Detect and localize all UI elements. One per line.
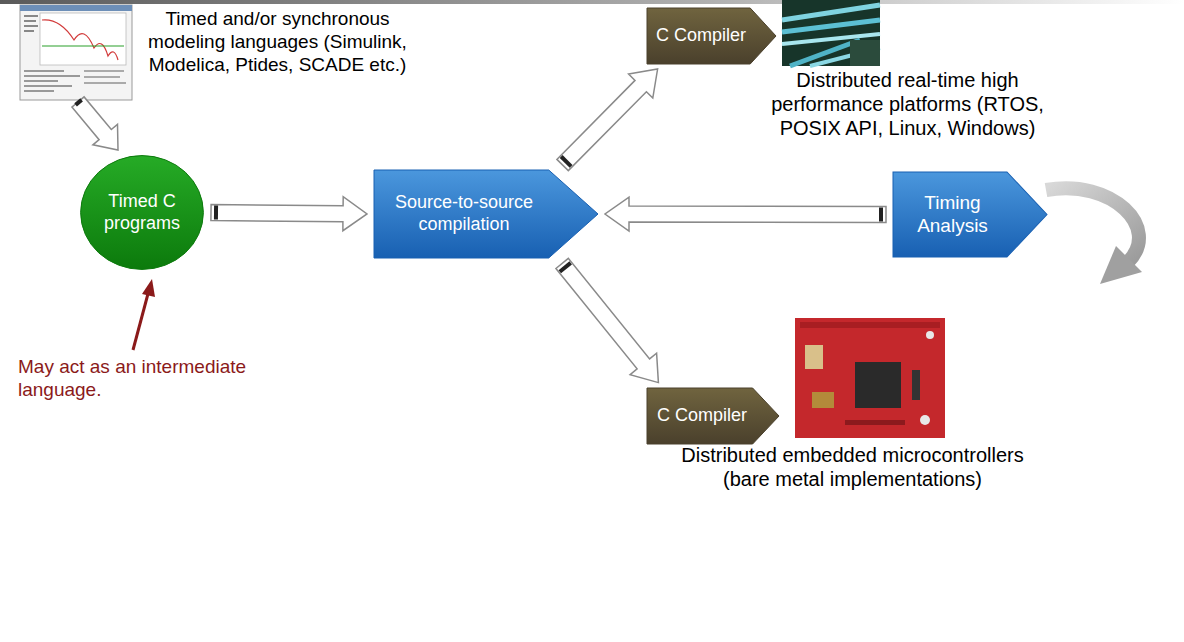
leader-arrow [133, 279, 155, 350]
arrow-tail-mark [214, 206, 218, 220]
loop-arrow [1046, 188, 1142, 284]
network-cable-photo [782, 0, 880, 66]
arrow-tail-mark [879, 207, 883, 221]
arrow-tail-mark [561, 157, 571, 167]
process-arrow-box: Source-to-source compilation [374, 170, 598, 258]
analysis-box: Timing Analysis [893, 172, 1047, 257]
arrow-body [211, 197, 367, 231]
arrow-body [605, 197, 886, 231]
platform-caption: Distributed embedded microcontrollers (b… [660, 443, 1045, 491]
screenshot-illustration [20, 5, 132, 100]
hollow-arrow [72, 97, 118, 150]
microcontroller-board [795, 318, 945, 438]
node-text: C Compiler [656, 25, 746, 47]
block-arrow [605, 197, 886, 231]
node-text: C Compiler [657, 405, 747, 427]
node-text: Source-to-source compilation [382, 192, 546, 235]
node-text: Timing Analysis [901, 192, 1004, 238]
ellipse-node: Timed C programs [80, 155, 204, 270]
arrow-body [556, 258, 659, 382]
arrow-tail-mark [560, 263, 571, 272]
block-arrow [557, 69, 658, 171]
block-arrow [211, 197, 367, 231]
callout-note: May act as an intermediate language. [18, 356, 293, 402]
compiler-box: C Compiler [647, 388, 779, 444]
source-caption: Timed and/or synchronous modeling langua… [145, 8, 410, 76]
compiler-box: C Compiler [647, 8, 776, 64]
platform-caption: Distributed real-time high performance p… [740, 68, 1075, 140]
node-text: Timed C programs [90, 191, 194, 234]
arrow-body [557, 69, 658, 171]
top-bar [0, 0, 1184, 4]
block-arrow [556, 258, 659, 382]
